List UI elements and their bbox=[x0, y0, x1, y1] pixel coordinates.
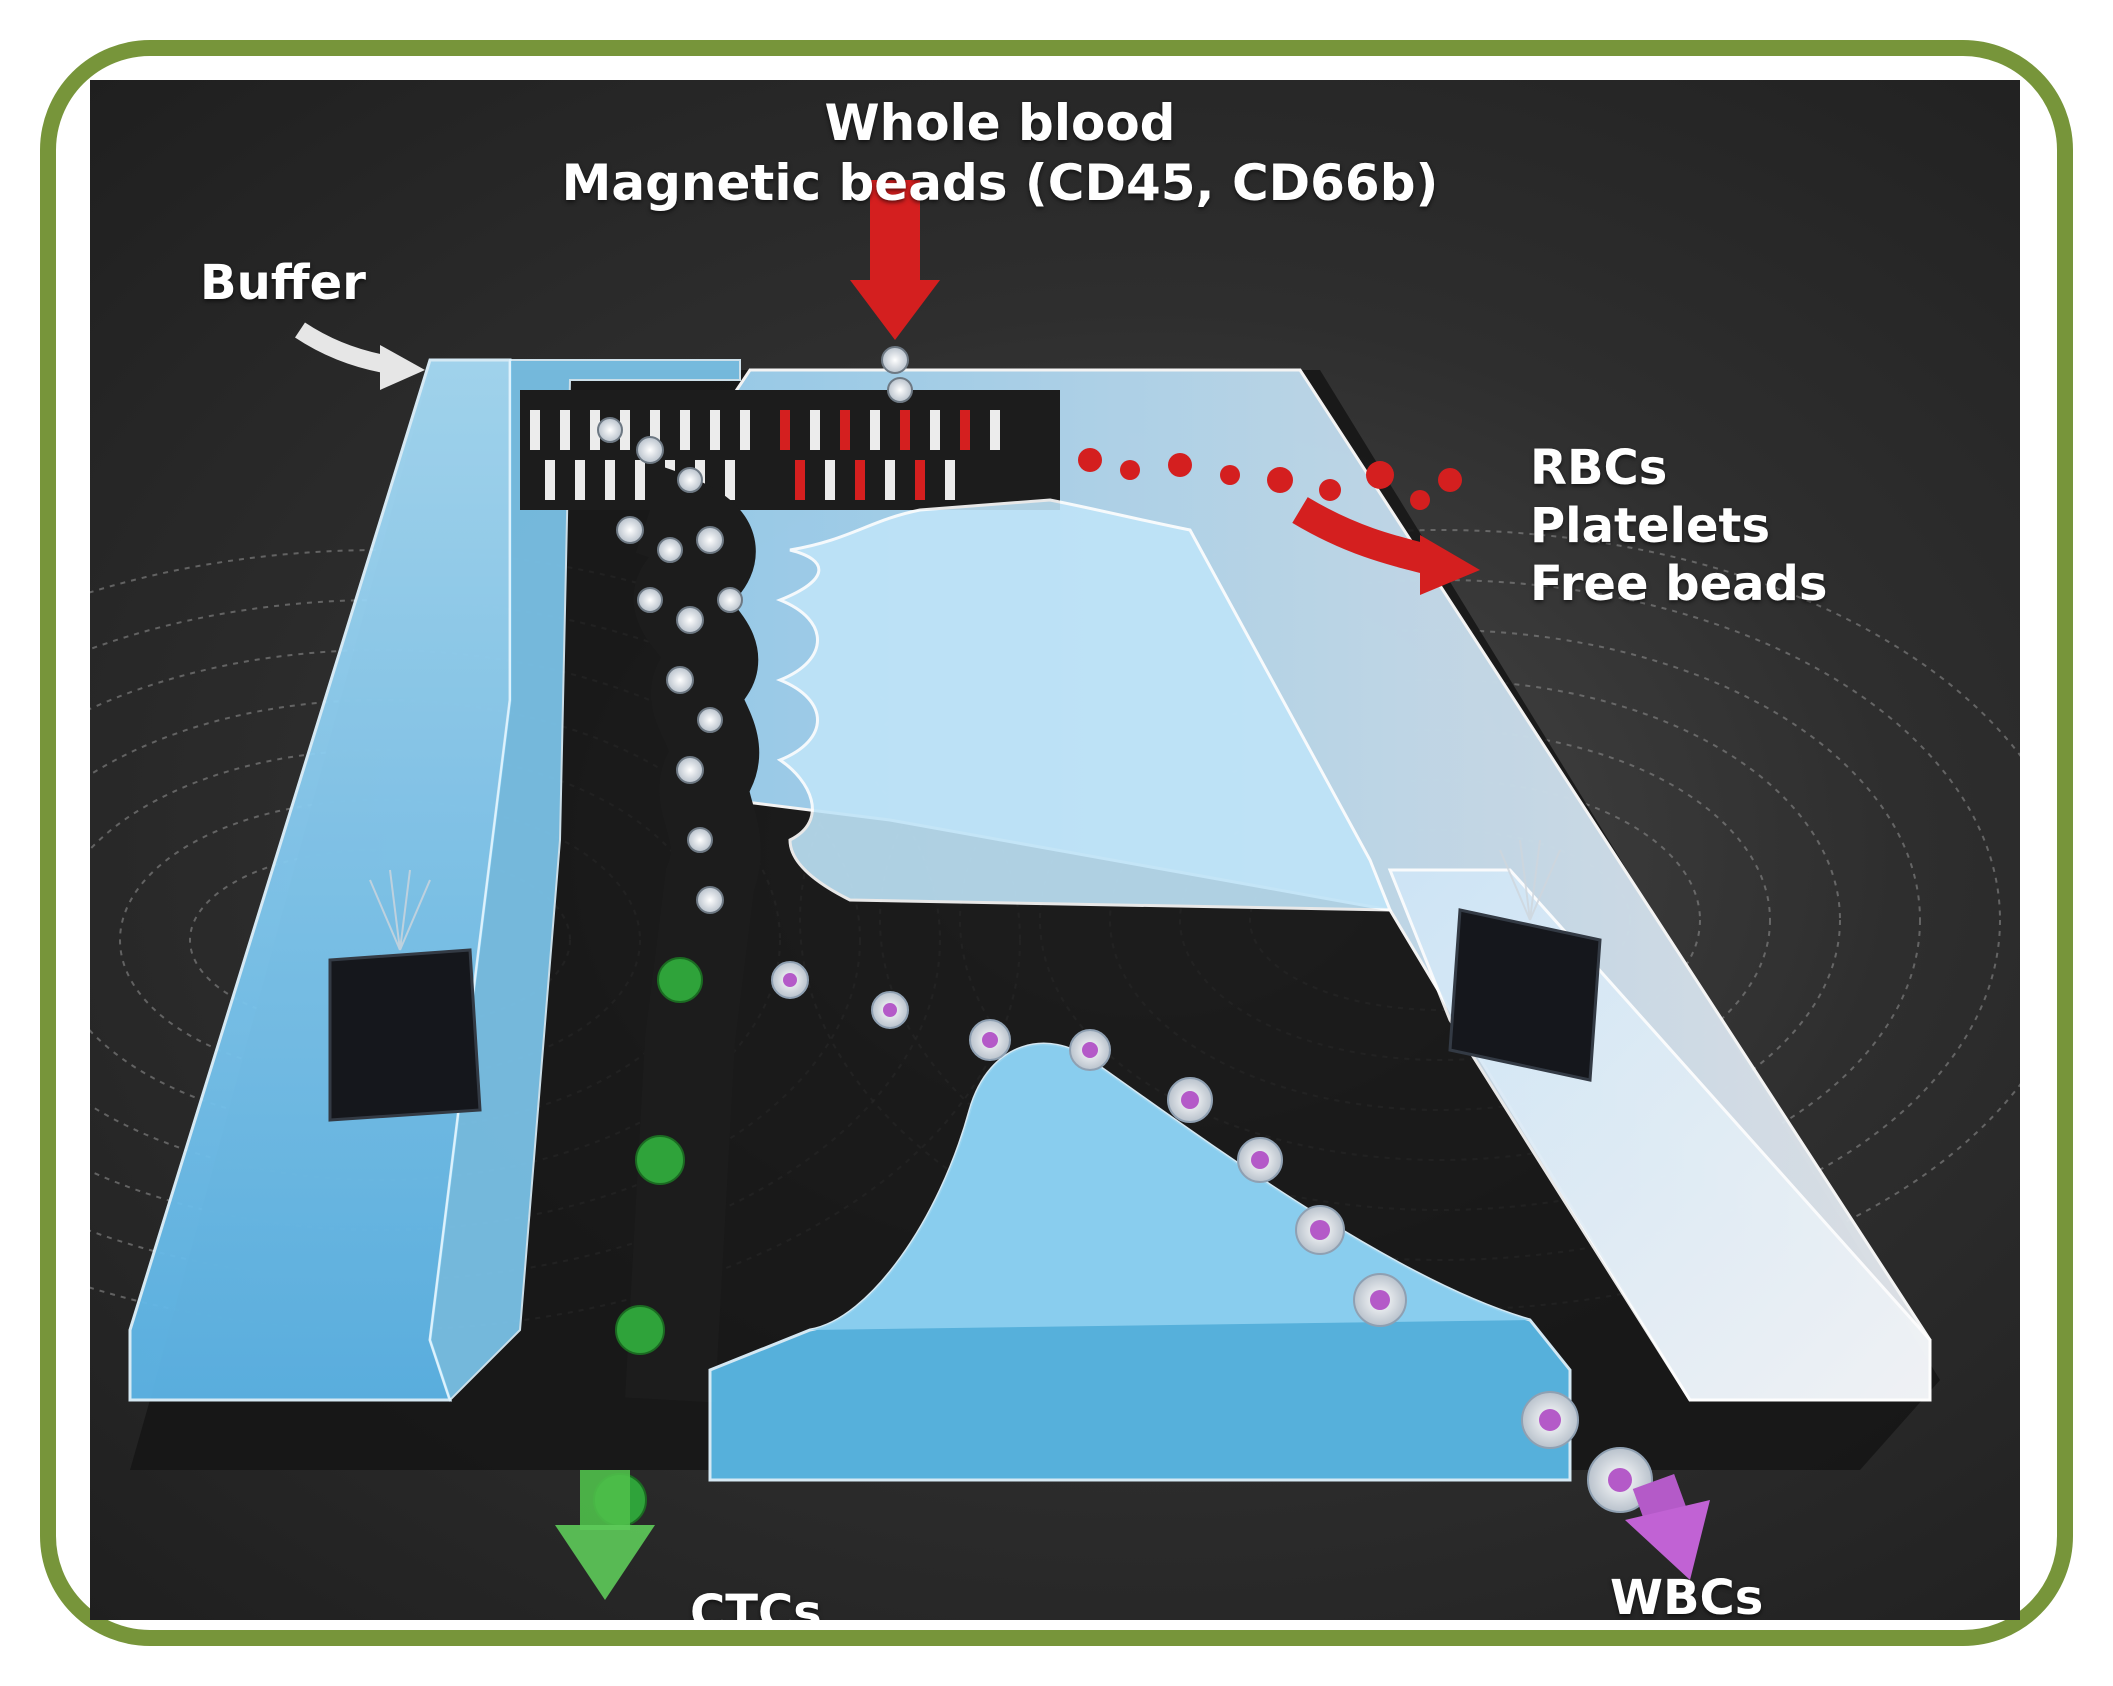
output-free-beads-label: Free beads bbox=[1530, 556, 1828, 612]
purple-wbc-arrow-icon bbox=[1625, 1473, 1710, 1580]
buffer-arrow-icon bbox=[295, 322, 425, 390]
buffer-label: Buffer bbox=[200, 255, 366, 311]
magnet-icon bbox=[328, 869, 482, 1122]
input-label-line1: Whole blood bbox=[824, 94, 1176, 152]
mixed-cell-stream bbox=[597, 346, 913, 914]
magnet-icon bbox=[1448, 839, 1602, 1082]
red-outlet-arrow-icon bbox=[1292, 497, 1480, 595]
chip-base bbox=[130, 370, 1940, 1470]
output-platelets-label: Platelets bbox=[1530, 498, 1771, 554]
central-block bbox=[775, 498, 1393, 912]
wbc-nuclei bbox=[783, 973, 1632, 1492]
green-ctc-arrow-icon bbox=[555, 1470, 655, 1600]
inertial-focusing-channel bbox=[625, 467, 761, 1403]
bottom-divider-block-top bbox=[810, 1044, 1530, 1330]
output-wbcs-label: WBCs bbox=[1610, 1570, 1764, 1620]
rbc-stream bbox=[1078, 448, 1462, 510]
red-inlet-arrow-icon bbox=[850, 180, 940, 340]
output-ctcs-label: CTCs bbox=[690, 1585, 822, 1620]
diagram-panel: Whole blood Magnetic beads (CD45, CD66b)… bbox=[90, 80, 2020, 1620]
microfluidic-chip-diagram bbox=[90, 180, 2020, 1600]
output-rbcs-label: RBCs bbox=[1530, 440, 1668, 496]
input-label-line2: Magnetic beads (CD45, CD66b) bbox=[561, 154, 1439, 212]
